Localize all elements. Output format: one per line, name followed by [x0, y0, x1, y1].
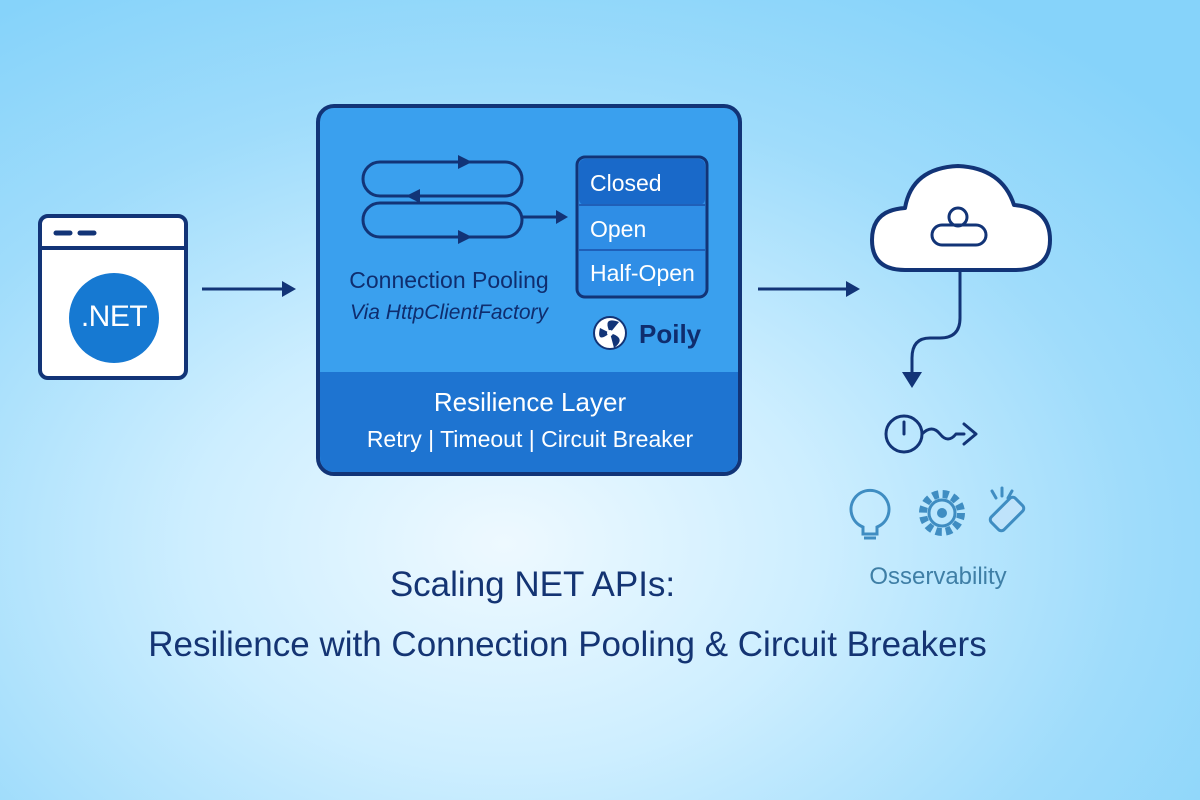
pool-arrowheads: [406, 155, 568, 244]
polly-logo-icon: [593, 316, 627, 350]
trace-icon: [920, 422, 978, 446]
state-closed: Closed: [590, 170, 662, 196]
lightbulb-icon: [849, 488, 891, 540]
dotnet-logo: [69, 273, 159, 363]
observability-arrowhead: [902, 372, 922, 388]
state-closed-highlight: [579, 159, 705, 205]
resilience-layer-title: Resilience Layer: [433, 387, 627, 417]
resilience-layer-items: Retry | Timeout | Circuit Breaker: [366, 426, 694, 452]
connection-pooling-subtitle: Via HttpClientFactory: [349, 301, 549, 324]
gauge-icon: [884, 414, 924, 454]
cloud-user-icon: [930, 206, 988, 247]
connection-pooling-title: Connection Pooling: [349, 267, 549, 293]
observability-connector: [910, 270, 962, 372]
dotnet-badge-text: .NET: [80, 300, 148, 333]
gear-icon: [919, 490, 965, 536]
cloud-icon: [870, 164, 1052, 272]
observability-label: Osservability: [869, 563, 1007, 590]
polly-label: Poily: [639, 319, 702, 349]
page-subtitle: Resilience with Connection Pooling & Cir…: [148, 625, 987, 664]
state-half-open: Half-Open: [590, 260, 695, 286]
page-title: Scaling NET APIs:: [389, 565, 676, 604]
state-open: Open: [590, 216, 647, 242]
connection-pooling-icon: [361, 160, 562, 239]
resilience-layer-band: [320, 372, 738, 472]
tag-icon: [988, 486, 1026, 533]
arrow-client-to-pool: [202, 281, 296, 297]
arrow-pool-to-cloud: [758, 281, 860, 297]
